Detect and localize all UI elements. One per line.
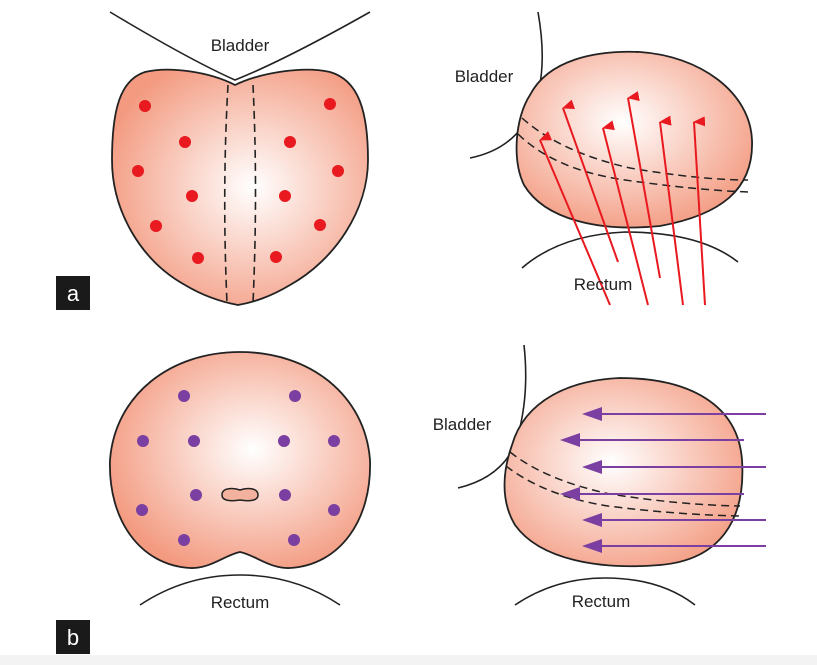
red-marker	[179, 136, 191, 148]
prostate-gland-sagittal	[505, 378, 743, 566]
panel-b-left-view: Rectum	[110, 352, 370, 612]
rectum-label: Rectum	[574, 275, 633, 294]
red-marker	[132, 165, 144, 177]
red-marker	[332, 165, 344, 177]
prostate-gland	[110, 352, 370, 568]
purple-marker	[178, 390, 190, 402]
purple-marker	[279, 489, 291, 501]
red-marker	[279, 190, 291, 202]
panel-a-right-view: Bladder Rectum	[455, 12, 752, 305]
red-marker	[192, 252, 204, 264]
purple-marker	[178, 534, 190, 546]
panel-b-label: b	[56, 620, 90, 654]
red-marker	[186, 190, 198, 202]
red-marker	[150, 220, 162, 232]
rectum-label: Rectum	[572, 592, 631, 611]
purple-marker	[288, 534, 300, 546]
bladder-label: Bladder	[455, 67, 514, 86]
bladder-label: Bladder	[433, 415, 492, 434]
bladder-label: Bladder	[211, 36, 270, 55]
panel-b-right-view: Bladder Rectum	[433, 345, 766, 611]
panel-letter: a	[67, 281, 80, 306]
prostate-gland-sagittal	[517, 52, 752, 228]
panel-a-left-view: Bladder	[110, 12, 370, 305]
purple-marker	[137, 435, 149, 447]
red-marker	[314, 219, 326, 231]
purple-marker	[328, 435, 340, 447]
red-marker	[139, 100, 151, 112]
rectum-label: Rectum	[211, 593, 270, 612]
purple-marker	[289, 390, 301, 402]
panel-letter: b	[67, 625, 79, 650]
purple-marker	[136, 504, 148, 516]
purple-marker	[190, 489, 202, 501]
red-marker	[324, 98, 336, 110]
bottom-strip	[0, 655, 817, 665]
purple-marker	[278, 435, 290, 447]
panel-a-label: a	[56, 276, 90, 310]
urethra-cross-section	[222, 489, 258, 501]
red-marker	[284, 136, 296, 148]
purple-marker	[188, 435, 200, 447]
red-marker	[270, 251, 282, 263]
purple-marker	[328, 504, 340, 516]
